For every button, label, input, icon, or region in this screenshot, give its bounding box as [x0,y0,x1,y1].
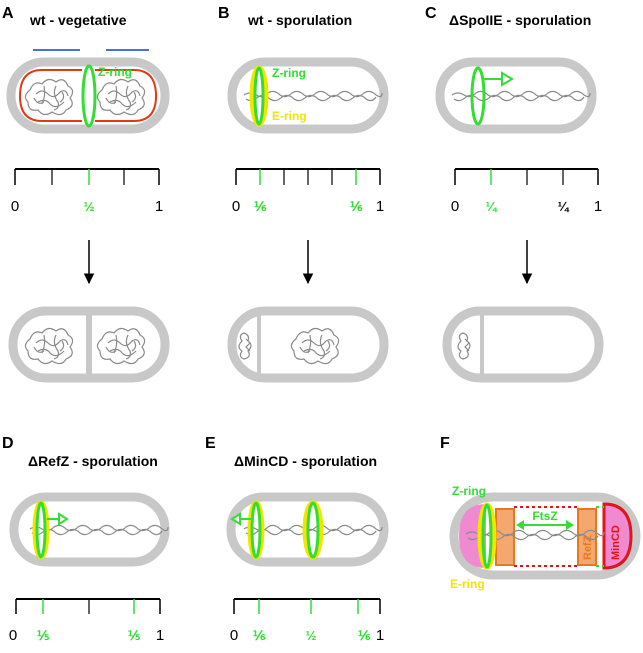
z-ring [481,503,493,569]
tick-label-0: 0 [11,198,19,215]
tick-label-0: 0 [232,198,240,215]
tick-label-1: 1 [376,198,384,215]
tick-label-right: ¼ [558,199,570,214]
z-ring [35,501,47,559]
panel-a-title: wt - vegetative [29,12,127,28]
panel-c-title: ΔSpoIIE - sporulation [449,12,591,28]
panel-d: D ΔRefZ - sporulation 0 ⅕ ⅕ 1 [2,435,170,644]
tick-label-left: ⅕ [37,628,50,643]
tick-label-left: ⅙ [253,628,266,643]
panel-b-title: wt - sporulation [247,12,352,28]
refz-label: RefZ [582,535,594,560]
e-ring-label: E-ring [450,577,485,591]
tick-label-half: ½ [84,199,95,214]
z-ring [470,66,486,126]
z-ring [253,66,265,126]
tick-label-right: ⅙ [358,628,371,643]
panel-b-letter: B [218,5,230,22]
mincd-label: MinCD [610,525,622,560]
cell-b-bottom [227,306,389,383]
tick-label-right: ⅙ [350,199,363,214]
tick-label-left: ¼ [486,199,498,214]
tick-label-1: 1 [376,627,384,644]
tick-label-0: 0 [451,198,459,215]
mincd-right-cap [602,502,633,570]
tick-label-1: 1 [156,627,164,644]
tick-label-right: ⅕ [128,628,141,643]
panel-d-letter: D [2,435,14,452]
panel-f-letter: F [440,435,450,452]
z-ring-left [250,501,262,559]
membrane-right [95,69,158,122]
panel-a-letter: A [2,5,14,22]
panel-e-letter: E [205,435,216,452]
ftsz-label: FtsZ [532,509,557,523]
panel-e: E ΔMinCD - sporulation 0 ⅙ ½ ⅙ 1 [205,435,389,644]
panel-a: A wt - vegetative Z-ring 0 ½ 1 [2,5,170,383]
e-ring-label: E-ring [272,109,307,123]
z-ring-label: Z-ring [452,484,486,498]
tick-label-1: 1 [155,198,163,215]
tick-label-0: 0 [230,627,238,644]
z-ring-middle [306,501,320,559]
tick-label-left: ⅙ [254,199,267,214]
panel-c-letter: C [425,5,437,22]
membrane-left [18,69,82,122]
cell-a-top [6,57,170,134]
cell-d [9,492,170,567]
panel-d-title: ΔRefZ - sporulation [28,453,158,469]
panel-b: B wt - sporulation Z-ring E-ring 0 ⅙ ⅙ 1 [218,5,389,383]
cell-c-bottom [442,306,604,383]
tick-label-mid: ½ [306,628,317,643]
z-ring-label: Z-ring [272,66,306,80]
panel-e-title: ΔMinCD - sporulation [234,453,377,469]
z-ring [81,64,97,128]
tick-label-0: 0 [9,627,17,644]
tick-label-1: 1 [594,198,602,215]
panel-c: C ΔSpoIIE - sporulation 0 ¼ ¼ 1 [425,5,604,383]
panel-f: F MinCD RefZ Z-ring E-ring FtsZ [440,435,641,591]
z-ring-label: Z-ring [98,65,132,79]
refz-left-box [495,508,515,566]
